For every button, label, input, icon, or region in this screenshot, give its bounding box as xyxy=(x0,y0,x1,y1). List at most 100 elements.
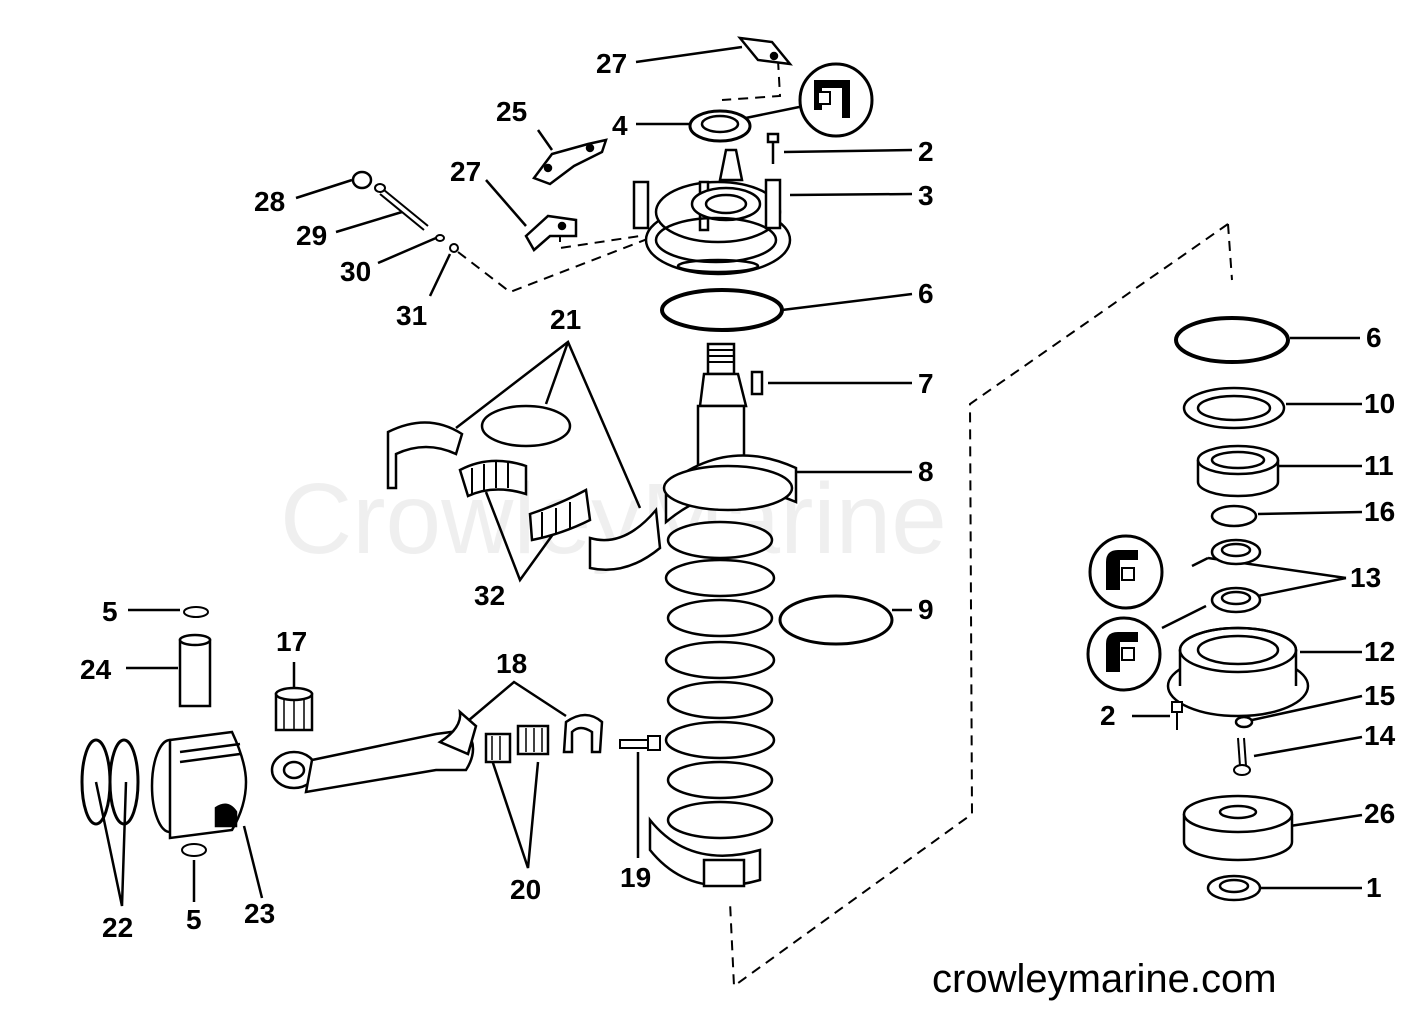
dashed-right-top xyxy=(1227,223,1233,281)
label-27-mid: 27 xyxy=(450,156,482,187)
piston-rings-22 xyxy=(80,738,140,826)
label-6-right: 6 xyxy=(1366,322,1382,353)
snap-ring-16 xyxy=(1210,504,1258,528)
leader-16 xyxy=(1257,510,1363,516)
oring-6 xyxy=(660,288,784,332)
leader-29 xyxy=(335,210,403,234)
label-19: 19 xyxy=(620,862,652,893)
site-url: crowleymarine.com xyxy=(932,957,1277,1001)
wrist-pin-24 xyxy=(178,633,212,708)
bracket-27-top xyxy=(737,36,793,66)
bearing-set-21 xyxy=(386,404,662,572)
screw-2-top xyxy=(766,132,780,164)
screw-2-right xyxy=(1171,701,1183,730)
leader-20 xyxy=(490,759,540,869)
clip-5-top xyxy=(183,606,209,618)
needle-bearing-32 xyxy=(458,459,592,542)
label-2-right: 2 xyxy=(1100,700,1116,731)
label-8: 8 xyxy=(918,456,934,487)
washer-15 xyxy=(1234,715,1254,729)
label-26: 26 xyxy=(1364,798,1396,829)
label-28: 28 xyxy=(254,186,286,217)
label-7: 7 xyxy=(918,368,934,399)
leader-15 xyxy=(1251,694,1363,722)
label-32: 32 xyxy=(474,580,506,611)
label-1: 1 xyxy=(1366,872,1382,903)
bearing-26 xyxy=(1182,794,1294,862)
label-17: 17 xyxy=(276,626,308,657)
label-16: 16 xyxy=(1364,496,1396,527)
key-7 xyxy=(750,370,764,396)
plate-10 xyxy=(1182,386,1286,430)
oring-6-right xyxy=(1174,316,1290,364)
upper-housing-3 xyxy=(632,148,792,276)
label-2-top: 2 xyxy=(918,136,934,167)
needle-bearing-20 xyxy=(484,724,550,764)
lower-housing-12 xyxy=(1166,626,1310,718)
leader-seal-bottom xyxy=(1161,604,1207,630)
label-4: 4 xyxy=(612,110,628,141)
label-18: 18 xyxy=(496,648,528,679)
rod-cap-18 xyxy=(562,713,604,754)
label-30: 30 xyxy=(340,256,372,287)
bearing-11 xyxy=(1196,444,1280,498)
leader-28 xyxy=(295,178,353,200)
inset-seal-lower xyxy=(1086,616,1162,692)
crankshaft-8 xyxy=(648,342,798,888)
label-11: 11 xyxy=(1364,450,1394,481)
label-14: 14 xyxy=(1364,720,1396,751)
label-9: 9 xyxy=(918,594,934,625)
bracket-25 xyxy=(531,138,608,186)
washer-30 xyxy=(435,234,445,242)
ring-9 xyxy=(778,594,894,646)
label-6: 6 xyxy=(918,278,934,309)
leader-14 xyxy=(1253,735,1363,758)
leader-2-top xyxy=(783,148,913,154)
label-15: 15 xyxy=(1364,680,1396,711)
label-23: 23 xyxy=(244,898,276,929)
bearing-17 xyxy=(274,686,314,732)
label-25: 25 xyxy=(496,96,528,127)
label-12: 12 xyxy=(1364,636,1396,667)
label-20: 20 xyxy=(510,874,542,905)
clip-5-bottom xyxy=(181,843,207,857)
leader-21-b xyxy=(544,341,570,405)
seals-13 xyxy=(1210,538,1262,614)
leader-23 xyxy=(242,825,264,899)
connecting-rod xyxy=(270,708,478,794)
washer-31 xyxy=(449,243,459,253)
leader-3 xyxy=(789,192,913,197)
leader-27-top xyxy=(635,45,743,64)
bolt-14 xyxy=(1233,737,1251,776)
label-21: 21 xyxy=(550,304,582,335)
dashed-cap-line xyxy=(721,59,782,101)
dashed-screw-line xyxy=(457,237,651,294)
nut-28 xyxy=(351,170,373,190)
leader-31 xyxy=(428,253,452,297)
bolt-19 xyxy=(619,735,661,751)
nut-1 xyxy=(1206,874,1262,902)
dashed-bracket-line xyxy=(559,232,641,250)
label-10: 10 xyxy=(1364,388,1396,419)
label-5-bottom: 5 xyxy=(186,904,202,935)
leader-6 xyxy=(781,292,913,312)
screw-29 xyxy=(374,183,429,231)
label-5-top: 5 xyxy=(102,596,118,627)
label-13: 13 xyxy=(1350,562,1382,593)
label-22: 22 xyxy=(102,912,134,943)
piston-23 xyxy=(150,730,248,840)
label-3: 3 xyxy=(918,180,934,211)
label-24: 24 xyxy=(80,654,112,685)
leader-27-mid xyxy=(485,179,527,227)
leader-26 xyxy=(1289,813,1363,828)
seal-4 xyxy=(688,109,752,143)
leader-seal-top xyxy=(1191,556,1209,568)
label-27-top: 27 xyxy=(596,48,628,79)
bracket-27-mid xyxy=(524,214,578,252)
dashed-assembly-line xyxy=(729,223,1229,988)
inset-seal-upper xyxy=(1088,534,1164,610)
leader-30 xyxy=(377,236,437,265)
label-31: 31 xyxy=(396,300,428,331)
